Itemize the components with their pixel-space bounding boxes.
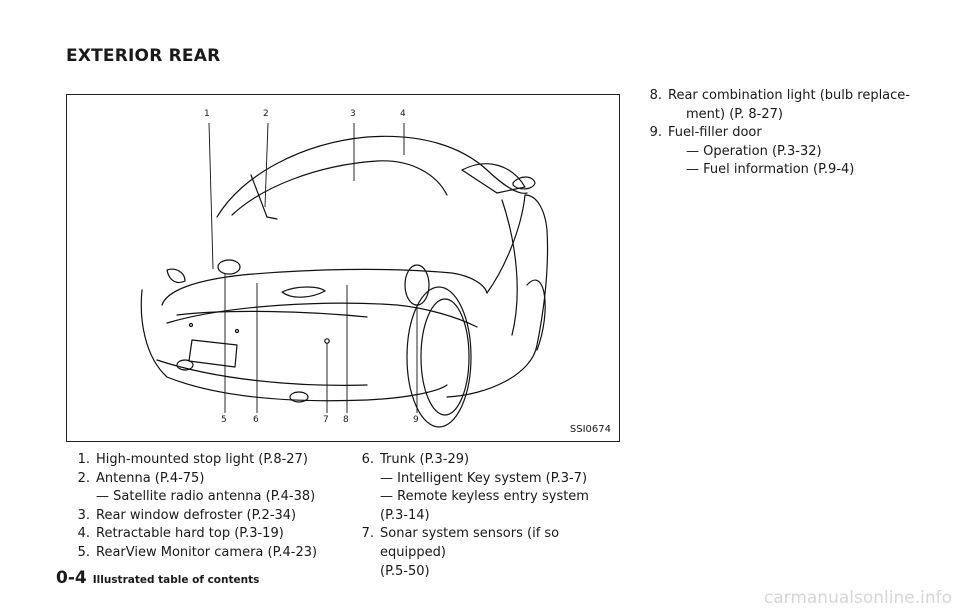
- door-line: [501, 199, 518, 336]
- list-item: 8.Rear combination light (bulb replace-: [649, 88, 910, 103]
- sensor-dot: [234, 328, 240, 334]
- list-subitem: — Operation (P.3-32): [686, 143, 822, 159]
- watermark: carmanualsonline.info: [763, 588, 952, 608]
- footer-title: Illustrated table of contents: [92, 574, 260, 586]
- side-window: [461, 163, 526, 194]
- figure-code: SSI0674: [569, 424, 611, 435]
- callout-6: 6: [253, 415, 259, 425]
- list-item: 5.RearView Monitor camera (P.4-23): [77, 544, 318, 560]
- exhaust-left: [176, 359, 194, 371]
- emblem: [217, 259, 241, 275]
- callout-1: 1: [204, 109, 210, 119]
- sensor-dot: [188, 322, 194, 328]
- side-mirror: [512, 176, 536, 190]
- tail-light-right: [281, 286, 326, 298]
- list-item: 2.Antenna (P.4-75): [77, 470, 205, 486]
- lower-valance: [156, 359, 368, 386]
- spoiler: [176, 310, 368, 318]
- rear-bumper: [140, 289, 448, 402]
- callout-5: 5: [221, 415, 227, 425]
- list-subitem-continued: (P.3-14): [380, 507, 430, 523]
- list-subitem: — Intelligent Key system (P.3-7): [380, 470, 588, 486]
- car-drawing: [140, 122, 549, 428]
- rear-exterior-illustration: 1 2 3 4 5 6 7 8 9 SSI0674: [66, 94, 620, 442]
- rear-tire: [420, 298, 470, 416]
- callout-3: 3: [350, 109, 356, 119]
- page-number: 0-4: [56, 568, 87, 588]
- parts-list-middle: 6.Trunk (P.3-29) — Intelligent Key syste…: [352, 451, 622, 581]
- tail-light-left: [166, 268, 186, 284]
- roof-outline: [216, 135, 528, 218]
- license-plate: [188, 339, 238, 368]
- callout-9: 9: [413, 415, 419, 425]
- callout-4: 4: [400, 109, 406, 119]
- rear-window-line: [231, 160, 448, 216]
- list-item-continued: ment) (P. 8-27): [686, 106, 783, 122]
- list-subitem: — Remote keyless entry system: [380, 489, 589, 505]
- list-item-continued: (P.5-50): [380, 563, 430, 579]
- body-side: [446, 194, 549, 398]
- list-item: 4.Retractable hard top (P.3-19): [77, 526, 284, 542]
- page-footer: 0-4 Illustrated table of contents: [56, 568, 259, 588]
- list-item: 7.Sonar system sensors (if so equipped): [361, 526, 560, 560]
- callout-8: 8: [343, 415, 349, 425]
- trunk-lid: [161, 268, 488, 306]
- list-item: 1.High-mounted stop light (P.8-27): [77, 452, 308, 467]
- list-item: 6.Trunk (P.3-29): [361, 452, 470, 467]
- callout-7: 7: [323, 415, 329, 425]
- exhaust-right: [289, 391, 309, 403]
- antenna: [250, 174, 278, 220]
- parts-list-left: 1.High-mounted stop light (P.8-27) 2.Ant…: [68, 451, 358, 563]
- list-subitem: — Satellite radio antenna (P.4-38): [96, 489, 316, 505]
- list-subitem: — Fuel information (P.9-4): [686, 162, 855, 178]
- parts-list-right: 8.Rear combination light (bulb replace- …: [640, 87, 940, 180]
- rear-wheel: [406, 286, 472, 428]
- front-wheel: [526, 279, 546, 351]
- list-item: 9.Fuel-filler door: [649, 125, 762, 141]
- trunk-seam: [166, 302, 478, 328]
- camera: [324, 338, 330, 344]
- section-title: EXTERIOR REAR: [66, 46, 221, 66]
- list-item: 3.Rear window defroster (P.2-34): [77, 507, 297, 523]
- callout-2: 2: [263, 109, 269, 119]
